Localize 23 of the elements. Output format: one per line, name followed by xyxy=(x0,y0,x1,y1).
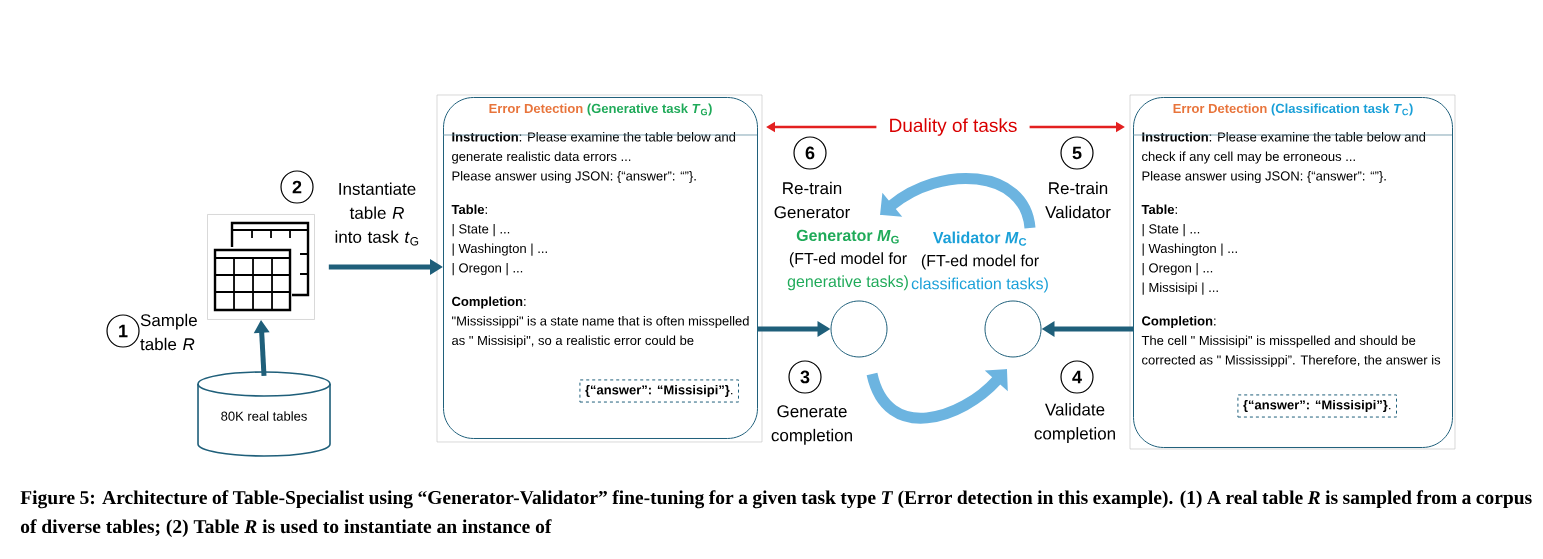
step-number: 1 xyxy=(106,314,140,348)
model-circle xyxy=(984,300,1042,358)
step-number: 2 xyxy=(280,170,314,204)
caption: Figure 5: Architecture of Table-Specialist using “Generator-Validator” fine-tuning for a given task type T (Error detection in this example). (1) A real table R is sampled from a corpus of diverse tables; (2) Table R is used to instantiate an instance of xyxy=(20,490,1532,538)
model-label: Generator M$_{G}$ (FT-ed model for generative tasks) xyxy=(787,229,908,291)
step-number: 6 xyxy=(793,136,827,170)
step-number: 3 xyxy=(788,360,822,394)
heading-text: Duality of tasks xyxy=(890,118,1017,136)
step-label: Instantiate table R into task t$_{G}$ xyxy=(335,182,419,246)
answer-box: {“answer”: “Missisipi”}. xyxy=(579,379,739,403)
step-number: 5 xyxy=(1060,136,1094,170)
step-label: Sample table R xyxy=(140,313,197,351)
node-label: 80K real tables xyxy=(221,411,307,421)
model-circle xyxy=(830,300,888,358)
step-label: Re-train Generator xyxy=(774,181,850,219)
step-number: 4 xyxy=(1060,360,1094,394)
database-cylinder: 80K real tables xyxy=(197,371,331,457)
step-label: Re-train Validator xyxy=(1045,181,1111,219)
table-icon xyxy=(207,214,315,320)
answer-box: {“answer”: “Missisipi”}. xyxy=(1237,394,1397,418)
step-label: Validate completion xyxy=(1034,403,1115,443)
step-label: Generate completion xyxy=(771,405,852,445)
model-label: Validator M$_{C}$ (FT-ed model for classification tasks) xyxy=(911,231,1048,293)
